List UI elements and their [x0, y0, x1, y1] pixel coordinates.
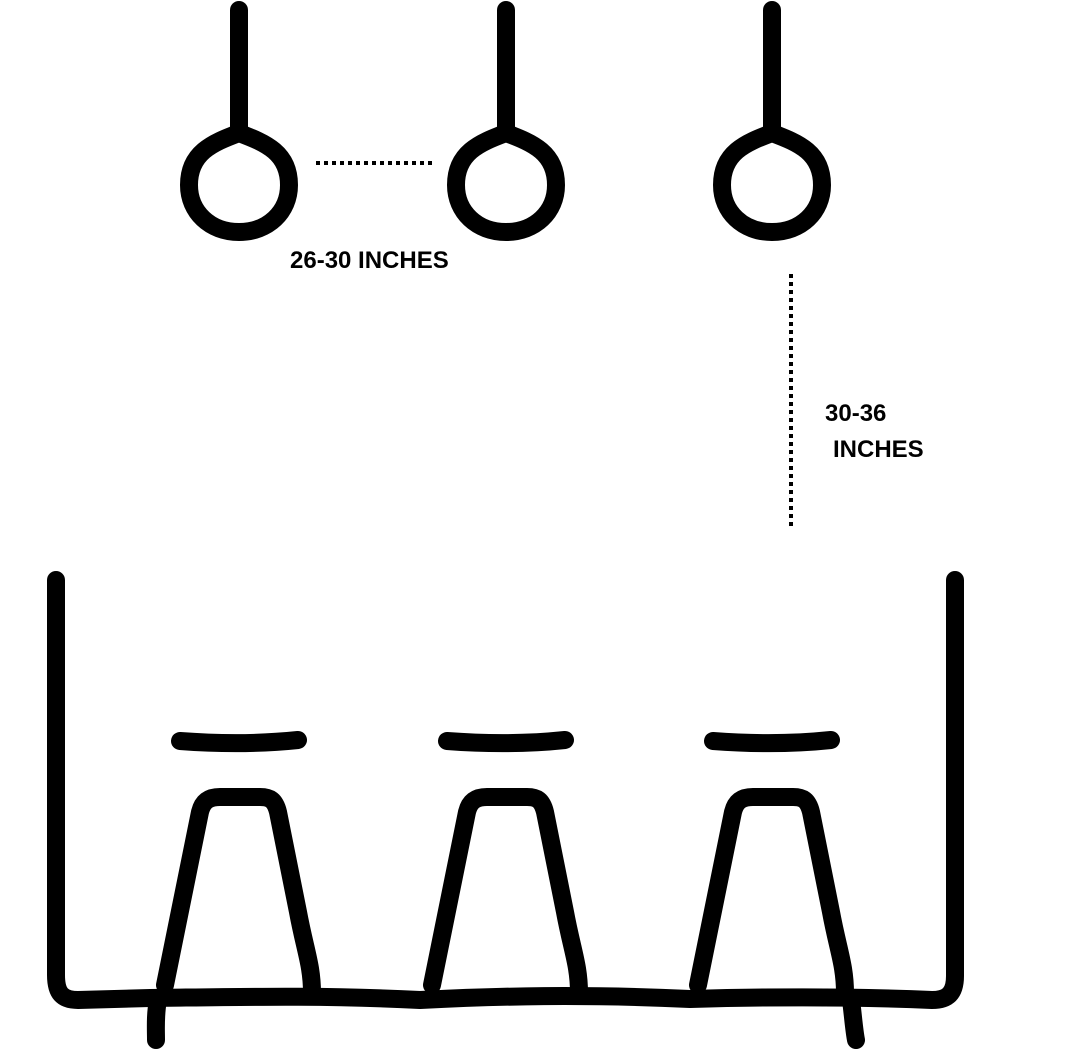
bar-stool-icon [146, 731, 321, 1049]
bar-stool-icon [423, 731, 588, 1002]
pendant-light-icon [180, 1, 298, 241]
pendant-light-icon [713, 1, 831, 241]
pendant-light-icon [447, 1, 565, 241]
height-label-line2: INCHES [833, 436, 924, 463]
bar-stool-icon [689, 731, 865, 1049]
spacing-label: 26-30 INCHES [290, 247, 449, 274]
height-label-line1: 30-36 [825, 400, 886, 427]
